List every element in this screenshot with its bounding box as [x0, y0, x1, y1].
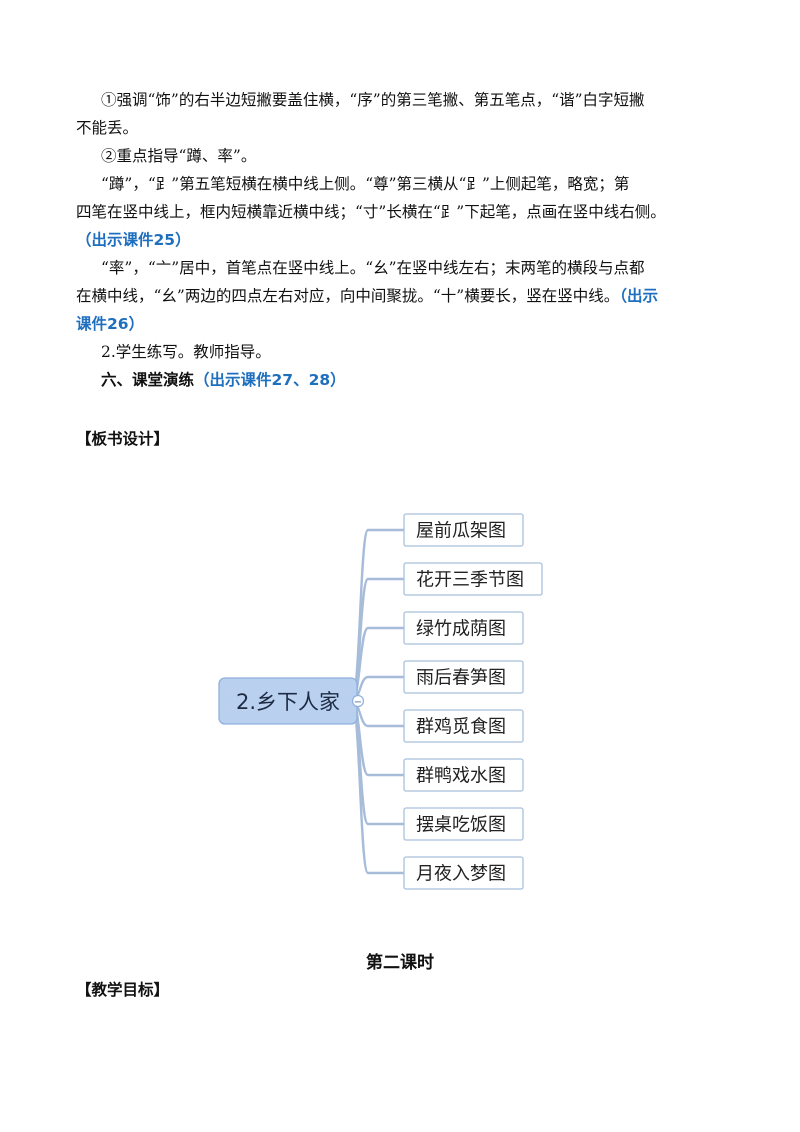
mindmap-branch-box[interactable] [403, 856, 524, 890]
mindmap-branch-label: 绿竹成荫图 [416, 619, 506, 640]
collapse-toggle-circle[interactable] [351, 694, 365, 708]
mindmap-branch-label: 群鸭戏水图 [416, 766, 506, 787]
mindmap-branch-node[interactable]: 群鸭戏水图 [403, 758, 524, 792]
para3-line2: 四笔在竖中线上，框内短横靠近横中线；“寸”长横在“⻊”下起笔，点画在竖中线右侧。 [76, 203, 666, 221]
mindmap-branch-box[interactable] [403, 709, 524, 743]
para3-courseware-link[interactable]: （出示课件25） [76, 231, 191, 249]
board-design-heading: 【板书设计】 [76, 429, 170, 448]
mindmap-branch-node[interactable]: 雨后春笋图 [403, 660, 524, 694]
mindmap-root-label: 2.乡下人家 [236, 690, 340, 714]
mindmap-branch-label: 雨后春笋图 [416, 668, 506, 689]
minus-icon: − [354, 697, 362, 708]
para1-line1: ①强调“饰”的右半边短撇要盖住横，“序”的第三笔撇、第五笔点，“谐”白字短撇 [101, 91, 645, 109]
mindmap-branch-label: 摆桌吃饭图 [416, 815, 506, 836]
para5-line1: 2.学生练写。教师指导。 [101, 343, 271, 361]
para3-line1: “蹲”，“⻊”第五笔短横在横中线上侧。“尊”第三横从“⻊”上侧起笔，略宽；第 [101, 175, 630, 193]
section-six-courseware-link[interactable]: （出示课件27、28） [194, 371, 346, 389]
collapse-toggle[interactable]: − [351, 694, 365, 709]
mindmap-branch-node[interactable]: 摆桌吃饭图 [403, 807, 524, 841]
mindmap-root[interactable]: 2.乡下人家 [218, 677, 358, 725]
mindmap-branch-box[interactable] [403, 513, 524, 547]
para1-line2: 不能丢。 [76, 119, 139, 137]
para4-line2-text: 在横中线，“幺”两边的四点左右对应，向中间聚拢。“十”横要长，竖在竖中线。 [76, 287, 620, 305]
mindmap-branch-box[interactable] [403, 611, 524, 645]
mindmap-branch-node[interactable]: 群鸡觅食图 [403, 709, 524, 743]
mindmap-branch-label: 群鸡觅食图 [416, 717, 506, 738]
mindmap-branch-node[interactable]: 月夜入梦图 [403, 856, 524, 890]
mindmap-branch-box[interactable] [403, 758, 524, 792]
mindmap-branch-label: 月夜入梦图 [416, 864, 506, 885]
mindmap-branch-node[interactable]: 花开三季节图 [403, 562, 543, 596]
mindmap-branch-node[interactable]: 绿竹成荫图 [403, 611, 524, 645]
para4-courseware-link-b[interactable]: 课件26） [76, 315, 145, 333]
mindmap-branch-node[interactable]: 屋前瓜架图 [403, 513, 524, 547]
mindmap-branch-label: 屋前瓜架图 [416, 521, 506, 542]
para4-line1: “率”，“亠”居中，首笔点在竖中线上。“幺”在竖中线左右；末两笔的横段与点都 [101, 259, 645, 277]
mindmap-branch-label: 花开三季节图 [416, 570, 524, 591]
mindmap-branch-box[interactable] [403, 562, 543, 596]
section-six: 六、课堂演练（出示课件27、28） [101, 370, 346, 390]
section-six-heading: 六、课堂演练 [101, 370, 195, 389]
para4-courseware-link-a[interactable]: （出示 [619, 287, 658, 305]
lesson-title: 第二课时 [366, 953, 434, 973]
mindmap-branch-box[interactable] [403, 807, 524, 841]
mindmap-nodes: 屋前瓜架图花开三季节图绿竹成荫图雨后春笋图群鸡觅食图群鸭戏水图摆桌吃饭图月夜入梦… [403, 513, 543, 890]
para4-line2: 在横中线，“幺”两边的四点左右对应，向中间聚拢。“十”横要长，竖在竖中线。（出示 [76, 286, 658, 306]
teaching-goals-heading: 【教学目标】 [76, 980, 170, 999]
mindmap-branch-box[interactable] [403, 660, 524, 694]
para2-line1: ②重点指导“蹲、率”。 [101, 147, 257, 165]
